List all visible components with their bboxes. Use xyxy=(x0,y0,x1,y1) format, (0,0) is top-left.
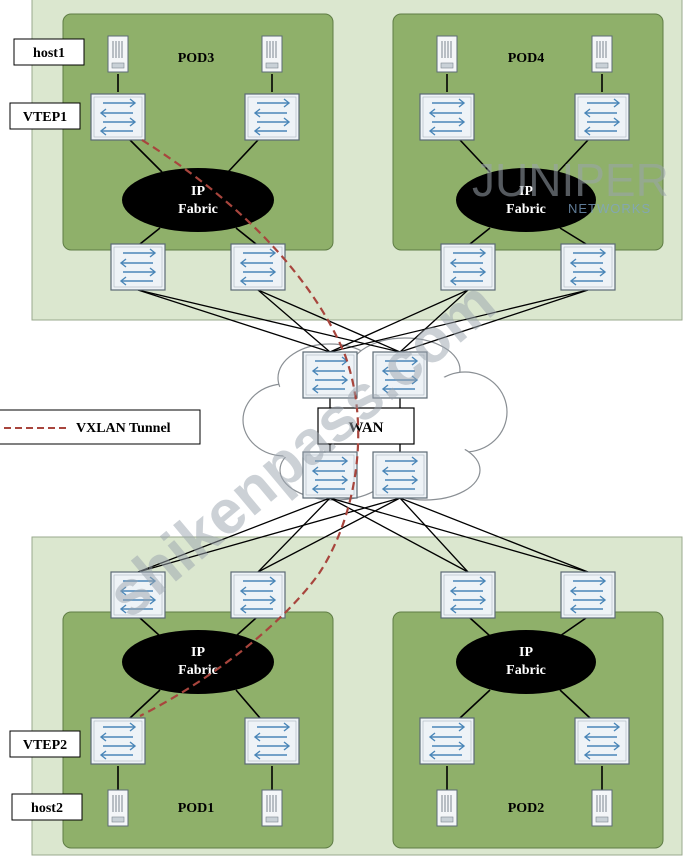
pod2-server-right xyxy=(591,789,613,827)
pod3-fabric-label: Fabric xyxy=(178,202,218,217)
pod1-server-left xyxy=(107,789,129,827)
legend-label: VXLAN Tunnel xyxy=(76,421,171,436)
wan-switch-bottom-right xyxy=(372,451,428,499)
vtep1-label-box xyxy=(9,102,81,130)
pod2-server-left xyxy=(436,789,458,827)
pod4-server-right xyxy=(591,35,613,73)
pod3-leaf-right xyxy=(244,93,300,141)
host2-label: host2 xyxy=(31,801,63,816)
pod4-leaf-left xyxy=(419,93,475,141)
pod2-label: POD2 xyxy=(508,801,545,816)
pod2-leaf-left xyxy=(419,717,475,765)
vtep1-label: VTEP1 xyxy=(23,110,67,125)
legend-box xyxy=(0,409,201,445)
pod4-fabric-label: Fabric xyxy=(506,202,546,217)
pod3-spine-left xyxy=(110,243,166,291)
pod3-server-right xyxy=(261,35,283,73)
host1-label: host1 xyxy=(33,46,65,61)
pod4-leaf-right xyxy=(574,93,630,141)
pod2-ip-label: IP xyxy=(519,645,533,660)
pod4-ip-fabric xyxy=(456,168,596,232)
pod1-ip-label: IP xyxy=(191,645,205,660)
pod1-server-right xyxy=(261,789,283,827)
vxlan-tunnel xyxy=(139,139,360,717)
host2-label-box xyxy=(11,793,83,821)
pod4-ip-label: IP xyxy=(519,184,533,199)
pod2-leaf-right xyxy=(574,717,630,765)
pod2-spine-left xyxy=(440,571,496,619)
pod2-fabric-label: Fabric xyxy=(506,663,546,678)
pod4-label: POD4 xyxy=(508,51,545,66)
pod3-server-left xyxy=(107,35,129,73)
pod1-leaf-left xyxy=(90,717,146,765)
pod2-ip-fabric xyxy=(456,630,596,694)
pod3-ip-label: IP xyxy=(191,184,205,199)
pod1-label: POD1 xyxy=(178,801,215,816)
pod1-spine-right xyxy=(230,571,286,619)
wan-links xyxy=(137,289,589,573)
vtep2-label: VTEP2 xyxy=(23,738,67,753)
pod4-server-left xyxy=(436,35,458,73)
juniper-networks-watermark: NETWORKS xyxy=(568,201,651,216)
pod1-ip-fabric xyxy=(122,630,274,694)
wan-label-box xyxy=(317,407,415,445)
host1-label-box xyxy=(13,38,85,66)
juniper-watermark: JUNIPER xyxy=(472,154,669,206)
pod1-fabric-label: Fabric xyxy=(178,663,218,678)
pod3-ip-fabric xyxy=(122,168,274,232)
pod-links xyxy=(117,74,603,790)
pod1-leaf-right xyxy=(244,717,300,765)
pod2-spine-right xyxy=(560,571,616,619)
pod3-label: POD3 xyxy=(178,51,215,66)
vtep2-label-box xyxy=(9,730,81,758)
pod4-spine-right xyxy=(560,243,616,291)
pod3-leaf-left xyxy=(90,93,146,141)
